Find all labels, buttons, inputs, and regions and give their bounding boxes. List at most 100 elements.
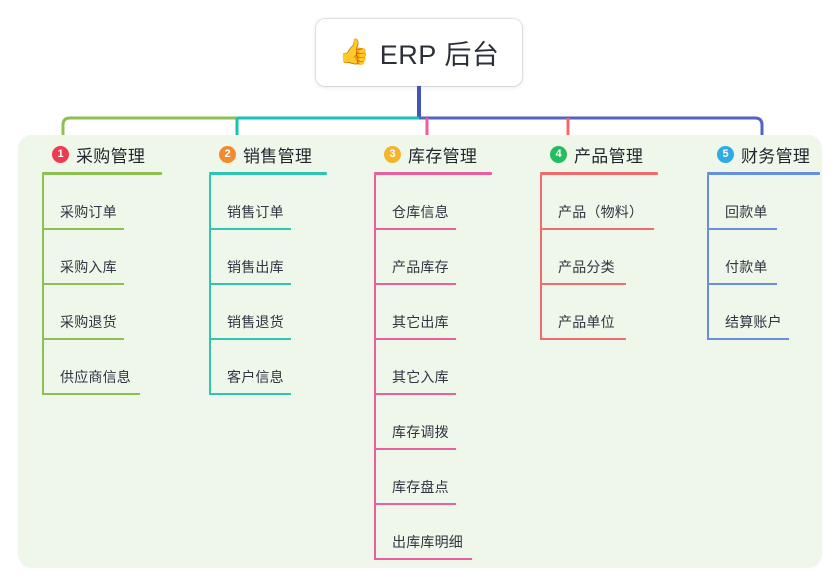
- branch-item[interactable]: 其它出库: [362, 285, 512, 340]
- branch-item-underline: [42, 393, 140, 395]
- branch-item[interactable]: 结算账户: [695, 285, 839, 340]
- branch-item-label: 库存盘点: [392, 479, 449, 495]
- branch-item-label: 其它出库: [392, 314, 449, 330]
- branch-item-underline: [374, 558, 472, 560]
- branch-item-label: 销售订单: [227, 204, 284, 220]
- branch-item-label: 产品单位: [558, 314, 615, 330]
- branch-item[interactable]: 库存调拨: [362, 395, 512, 450]
- branch-item[interactable]: 销售订单: [197, 175, 347, 230]
- branch-item-list: 仓库信息产品库存其它出库其它入库库存调拨库存盘点出库库明细: [362, 175, 512, 560]
- branch-item[interactable]: 销售退货: [197, 285, 347, 340]
- branch-item[interactable]: 产品库存: [362, 230, 512, 285]
- branch-item-label: 回款单: [725, 204, 768, 220]
- branch-spine: [209, 175, 211, 395]
- branch-spine: [540, 175, 542, 340]
- branch-item-label: 销售退货: [227, 314, 284, 330]
- branch-number-badge: 4: [550, 145, 567, 163]
- branch-header-2[interactable]: 2 销售管理: [197, 140, 347, 168]
- branch-item[interactable]: 产品单位: [528, 285, 688, 340]
- branch-column-3: 3 库存管理仓库信息产品库存其它出库其它入库库存调拨库存盘点出库库明细: [362, 140, 512, 560]
- branch-item-label: 产品分类: [558, 259, 615, 275]
- branch-item-label: 客户信息: [227, 369, 284, 385]
- branch-item-underline: [209, 283, 291, 285]
- branch-header-3[interactable]: 3 库存管理: [362, 140, 512, 168]
- root-title: ERP 后台: [379, 40, 500, 70]
- branch-item-underline: [707, 338, 789, 340]
- branch-item-underline: [374, 338, 456, 340]
- branch-item-label: 采购订单: [60, 204, 117, 220]
- branch-number-badge: 3: [384, 145, 401, 163]
- branch-underline: [209, 172, 327, 175]
- branch-number-badge: 1: [52, 145, 69, 163]
- branch-item-list: 采购订单采购入库采购退货供应商信息: [30, 175, 180, 395]
- branches-panel: [18, 135, 822, 568]
- branch-item-underline: [209, 338, 291, 340]
- branch-item-underline: [209, 228, 291, 230]
- branch-column-2: 2 销售管理销售订单销售出库销售退货客户信息: [197, 140, 347, 395]
- branch-item-list: 销售订单销售出库销售退货客户信息: [197, 175, 347, 395]
- branch-title: 库存管理: [408, 146, 478, 166]
- branch-item-underline: [540, 283, 626, 285]
- branch-item-underline: [707, 228, 777, 230]
- branch-item-underline: [540, 338, 626, 340]
- branch-item-underline: [42, 283, 124, 285]
- root-node[interactable]: 👍 ERP 后台: [316, 19, 522, 86]
- branch-column-5: 5 财务管理回款单付款单结算账户: [695, 140, 839, 340]
- branch-item-underline: [374, 503, 456, 505]
- branch-underline: [42, 172, 162, 175]
- branch-item[interactable]: 仓库信息: [362, 175, 512, 230]
- branch-item[interactable]: 其它入库: [362, 340, 512, 395]
- branch-item[interactable]: 产品（物料）: [528, 175, 688, 230]
- branch-title: 产品管理: [574, 146, 644, 166]
- branch-item-underline: [374, 283, 456, 285]
- branch-title: 财务管理: [741, 146, 811, 166]
- branch-item[interactable]: 供应商信息: [30, 340, 180, 395]
- branch-item[interactable]: 库存盘点: [362, 450, 512, 505]
- branch-item-underline: [42, 228, 124, 230]
- branch-item-label: 付款单: [725, 259, 768, 275]
- branch-column-4: 4 产品管理产品（物料） 产品分类产品单位: [528, 140, 688, 340]
- branch-item-label: 供应商信息: [60, 369, 131, 385]
- branch-item[interactable]: 付款单: [695, 230, 839, 285]
- branch-spine: [707, 175, 709, 340]
- branch-item[interactable]: 回款单: [695, 175, 839, 230]
- branch-item[interactable]: 销售出库: [197, 230, 347, 285]
- branch-item-label: 出库库明细: [392, 534, 463, 550]
- branch-item-label: 库存调拨: [392, 424, 449, 440]
- branch-item-underline: [374, 228, 456, 230]
- branch-spine: [42, 175, 44, 395]
- branch-item-underline: [540, 228, 654, 230]
- branch-item-underline: [374, 448, 456, 450]
- branch-item-label: 产品库存: [392, 259, 449, 275]
- branch-item-underline: [374, 393, 456, 395]
- branch-number-badge: 2: [219, 145, 236, 163]
- branch-title: 销售管理: [243, 146, 313, 166]
- branch-header-4[interactable]: 4 产品管理: [528, 140, 688, 168]
- branch-item-underline: [707, 283, 777, 285]
- branch-number-badge: 5: [717, 145, 734, 163]
- branch-spine: [374, 175, 376, 560]
- branch-item-list: 产品（物料） 产品分类产品单位: [528, 175, 688, 340]
- branch-item-label: 结算账户: [725, 314, 782, 330]
- branch-item[interactable]: 采购退货: [30, 285, 180, 340]
- thumbs-up-icon: 👍: [338, 38, 370, 66]
- branch-item-label: 其它入库: [392, 369, 449, 385]
- branch-item-label: 销售出库: [227, 259, 284, 275]
- branch-underline: [374, 172, 492, 175]
- branch-header-5[interactable]: 5 财务管理: [695, 140, 839, 168]
- branch-item-label: 采购入库: [60, 259, 117, 275]
- branch-item[interactable]: 产品分类: [528, 230, 688, 285]
- branch-item[interactable]: 采购订单: [30, 175, 180, 230]
- branch-item-label: 采购退货: [60, 314, 117, 330]
- branch-item[interactable]: 出库库明细: [362, 505, 512, 560]
- branch-item[interactable]: 采购入库: [30, 230, 180, 285]
- branch-underline: [540, 172, 658, 175]
- branch-item-underline: [42, 338, 124, 340]
- branch-underline: [707, 172, 820, 175]
- branch-item[interactable]: 客户信息: [197, 340, 347, 395]
- branch-item-list: 回款单付款单结算账户: [695, 175, 839, 340]
- branch-item-underline: [209, 393, 291, 395]
